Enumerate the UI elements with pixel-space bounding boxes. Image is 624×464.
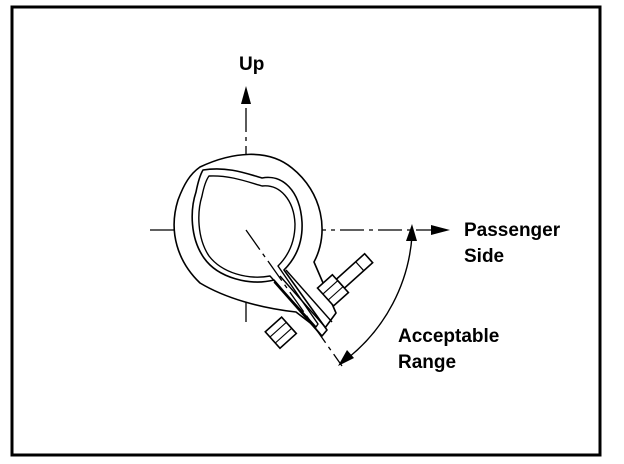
bolt-head-edge-b <box>274 327 293 344</box>
up-label: Up <box>239 54 265 75</box>
bolt-head-hex <box>264 316 298 350</box>
passenger-side-label-line1: Passenger <box>464 220 561 241</box>
range-boundary-line <box>245 229 343 367</box>
flange-line-b <box>279 275 327 329</box>
passenger-side-arrowhead <box>431 225 450 235</box>
bolt-head-edge-a <box>269 321 287 338</box>
figure-frame <box>10 5 602 457</box>
flange-line-a <box>285 269 333 323</box>
bolt-thread <box>355 261 365 272</box>
passenger-side-label-line2: Side <box>464 246 505 267</box>
range-arrowhead-bottom <box>338 350 354 366</box>
bolt-upper <box>316 252 374 308</box>
flange-line-c <box>273 281 321 335</box>
up-arrowhead <box>241 86 251 104</box>
acceptable-range-arc <box>347 235 413 359</box>
bolt-head-lower <box>264 316 298 350</box>
range-arrowhead-top <box>406 224 417 241</box>
bolt-nut-edge-a <box>322 280 339 295</box>
bolt-nut <box>316 273 350 308</box>
bolt-shaft <box>335 252 374 290</box>
clamp-inner-opening <box>198 175 319 328</box>
bolt-nut-edge-b <box>327 286 344 301</box>
acceptable-range-label-line2: Range <box>398 352 457 373</box>
acceptable-range-label-line1: Acceptable <box>398 326 500 347</box>
